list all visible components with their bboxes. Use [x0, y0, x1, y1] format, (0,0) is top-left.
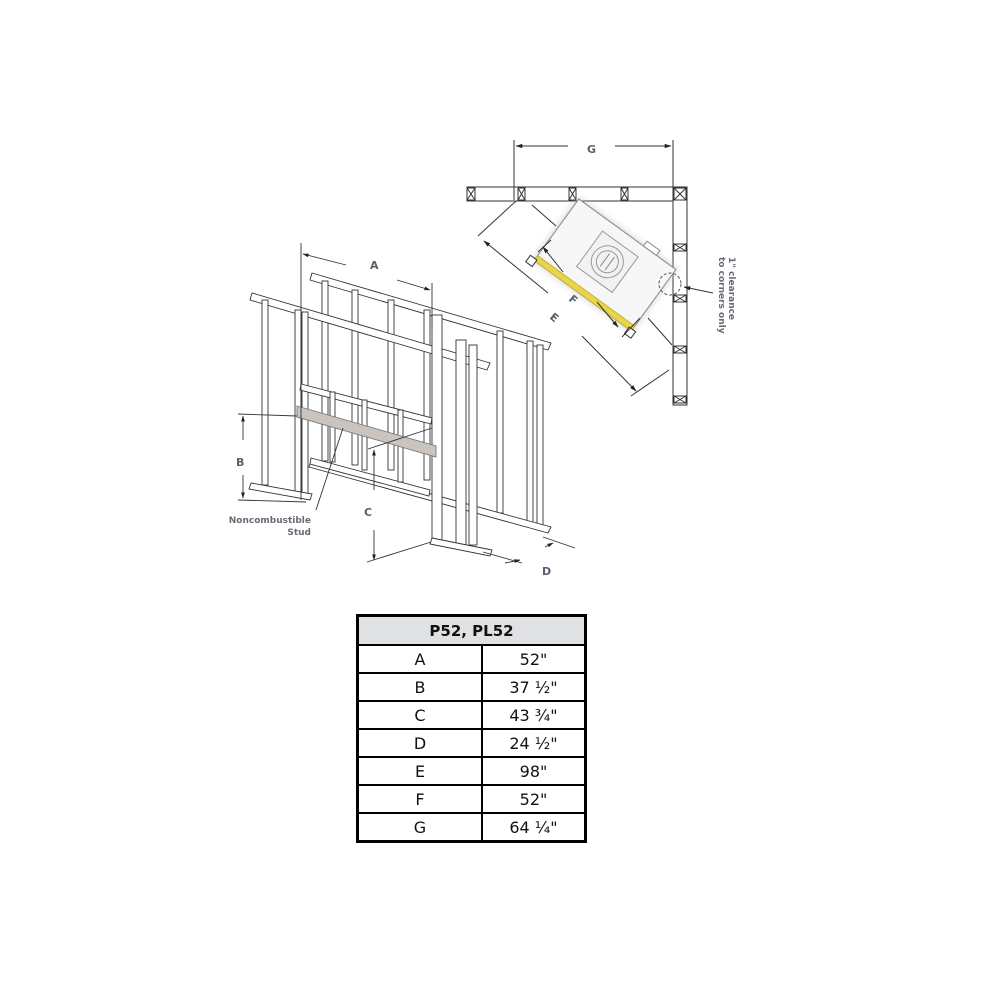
dimension-label-d: D — [542, 565, 551, 578]
dimension-key: A — [356, 644, 483, 674]
dimension-value: 37 ½" — [481, 672, 587, 702]
wall-framing-view: A B C D — [236, 243, 576, 578]
dimension-key: D — [356, 728, 483, 758]
dimension-value: 24 ½" — [481, 728, 587, 758]
stud-marks — [466, 187, 687, 404]
dimension-label-b: B — [236, 456, 244, 469]
clearance-note-line2: to corners only — [716, 257, 726, 334]
table-header-row: P52, PL52 — [356, 614, 587, 646]
dimension-label-c: C — [364, 506, 372, 519]
dimension-key: B — [356, 672, 483, 702]
stud-callout-line2: Stud — [287, 528, 311, 538]
dimension-value: 52" — [481, 784, 587, 814]
stud-callout-line1: Noncombustible — [229, 516, 311, 526]
clearance-note: 1" clearance to corners only — [716, 257, 736, 334]
dimension-value: 52" — [481, 644, 587, 674]
corner-plan-view: F E G — [466, 140, 714, 406]
table-title: P52, PL52 — [356, 614, 587, 646]
dimension-value: 43 ¾" — [481, 700, 587, 730]
dimension-key: C — [356, 700, 483, 730]
dimension-label-g: G — [587, 143, 596, 156]
dimension-label-a: A — [370, 259, 379, 272]
dimension-value: 98" — [481, 756, 587, 786]
dimension-key: F — [356, 784, 483, 814]
clearance-note-line1: 1" clearance — [726, 257, 736, 320]
dimension-key: E — [356, 756, 483, 786]
framing-diagram: F E G 1" clearance to corners only — [229, 140, 736, 578]
dimension-label-e: E — [547, 310, 561, 325]
back-wall-studs — [321, 280, 544, 528]
dimension-key: G — [356, 812, 483, 843]
dimension-label-f: F — [566, 292, 580, 307]
dimension-value: 64 ¼" — [481, 812, 587, 843]
